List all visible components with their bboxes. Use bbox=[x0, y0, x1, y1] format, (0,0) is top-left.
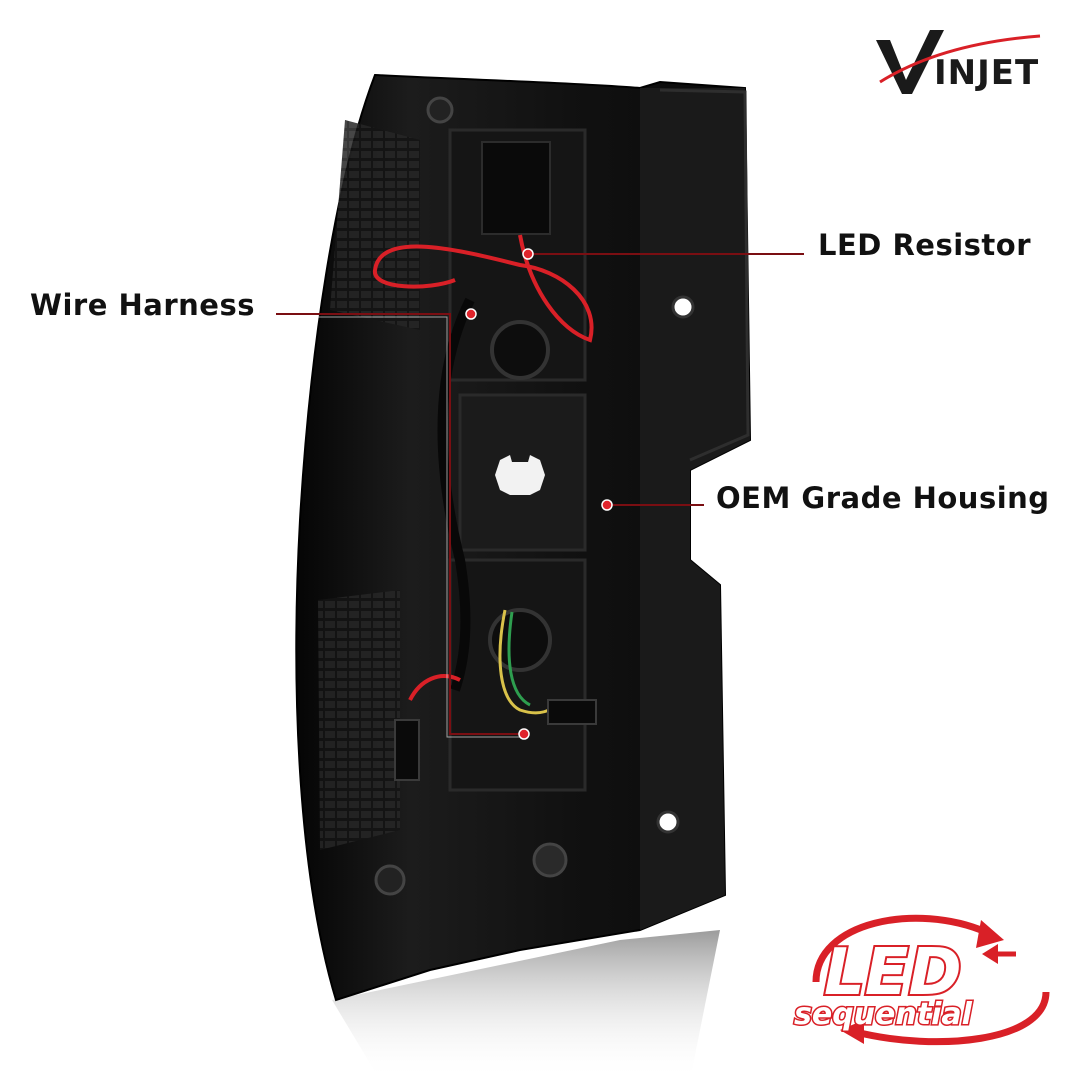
brand-logo: INJET bbox=[876, 30, 1041, 94]
oem-housing-label: OEM Grade Housing bbox=[716, 481, 1050, 515]
led-sequential-badge: LED sequential bbox=[793, 914, 1050, 1046]
led-resistor-label: LED Resistor bbox=[818, 228, 1032, 262]
leader-lines bbox=[276, 248, 804, 740]
badge-sequential-text: sequential bbox=[794, 997, 973, 1032]
badge-led-text: LED bbox=[824, 936, 962, 1010]
wire-harness-label: Wire Harness bbox=[30, 288, 255, 322]
floor-reflection bbox=[332, 930, 720, 1080]
tail-light-housing bbox=[295, 73, 752, 1002]
svg-text:INJET: INJET bbox=[934, 53, 1039, 93]
sequential-arrows-icon bbox=[812, 914, 1050, 1046]
